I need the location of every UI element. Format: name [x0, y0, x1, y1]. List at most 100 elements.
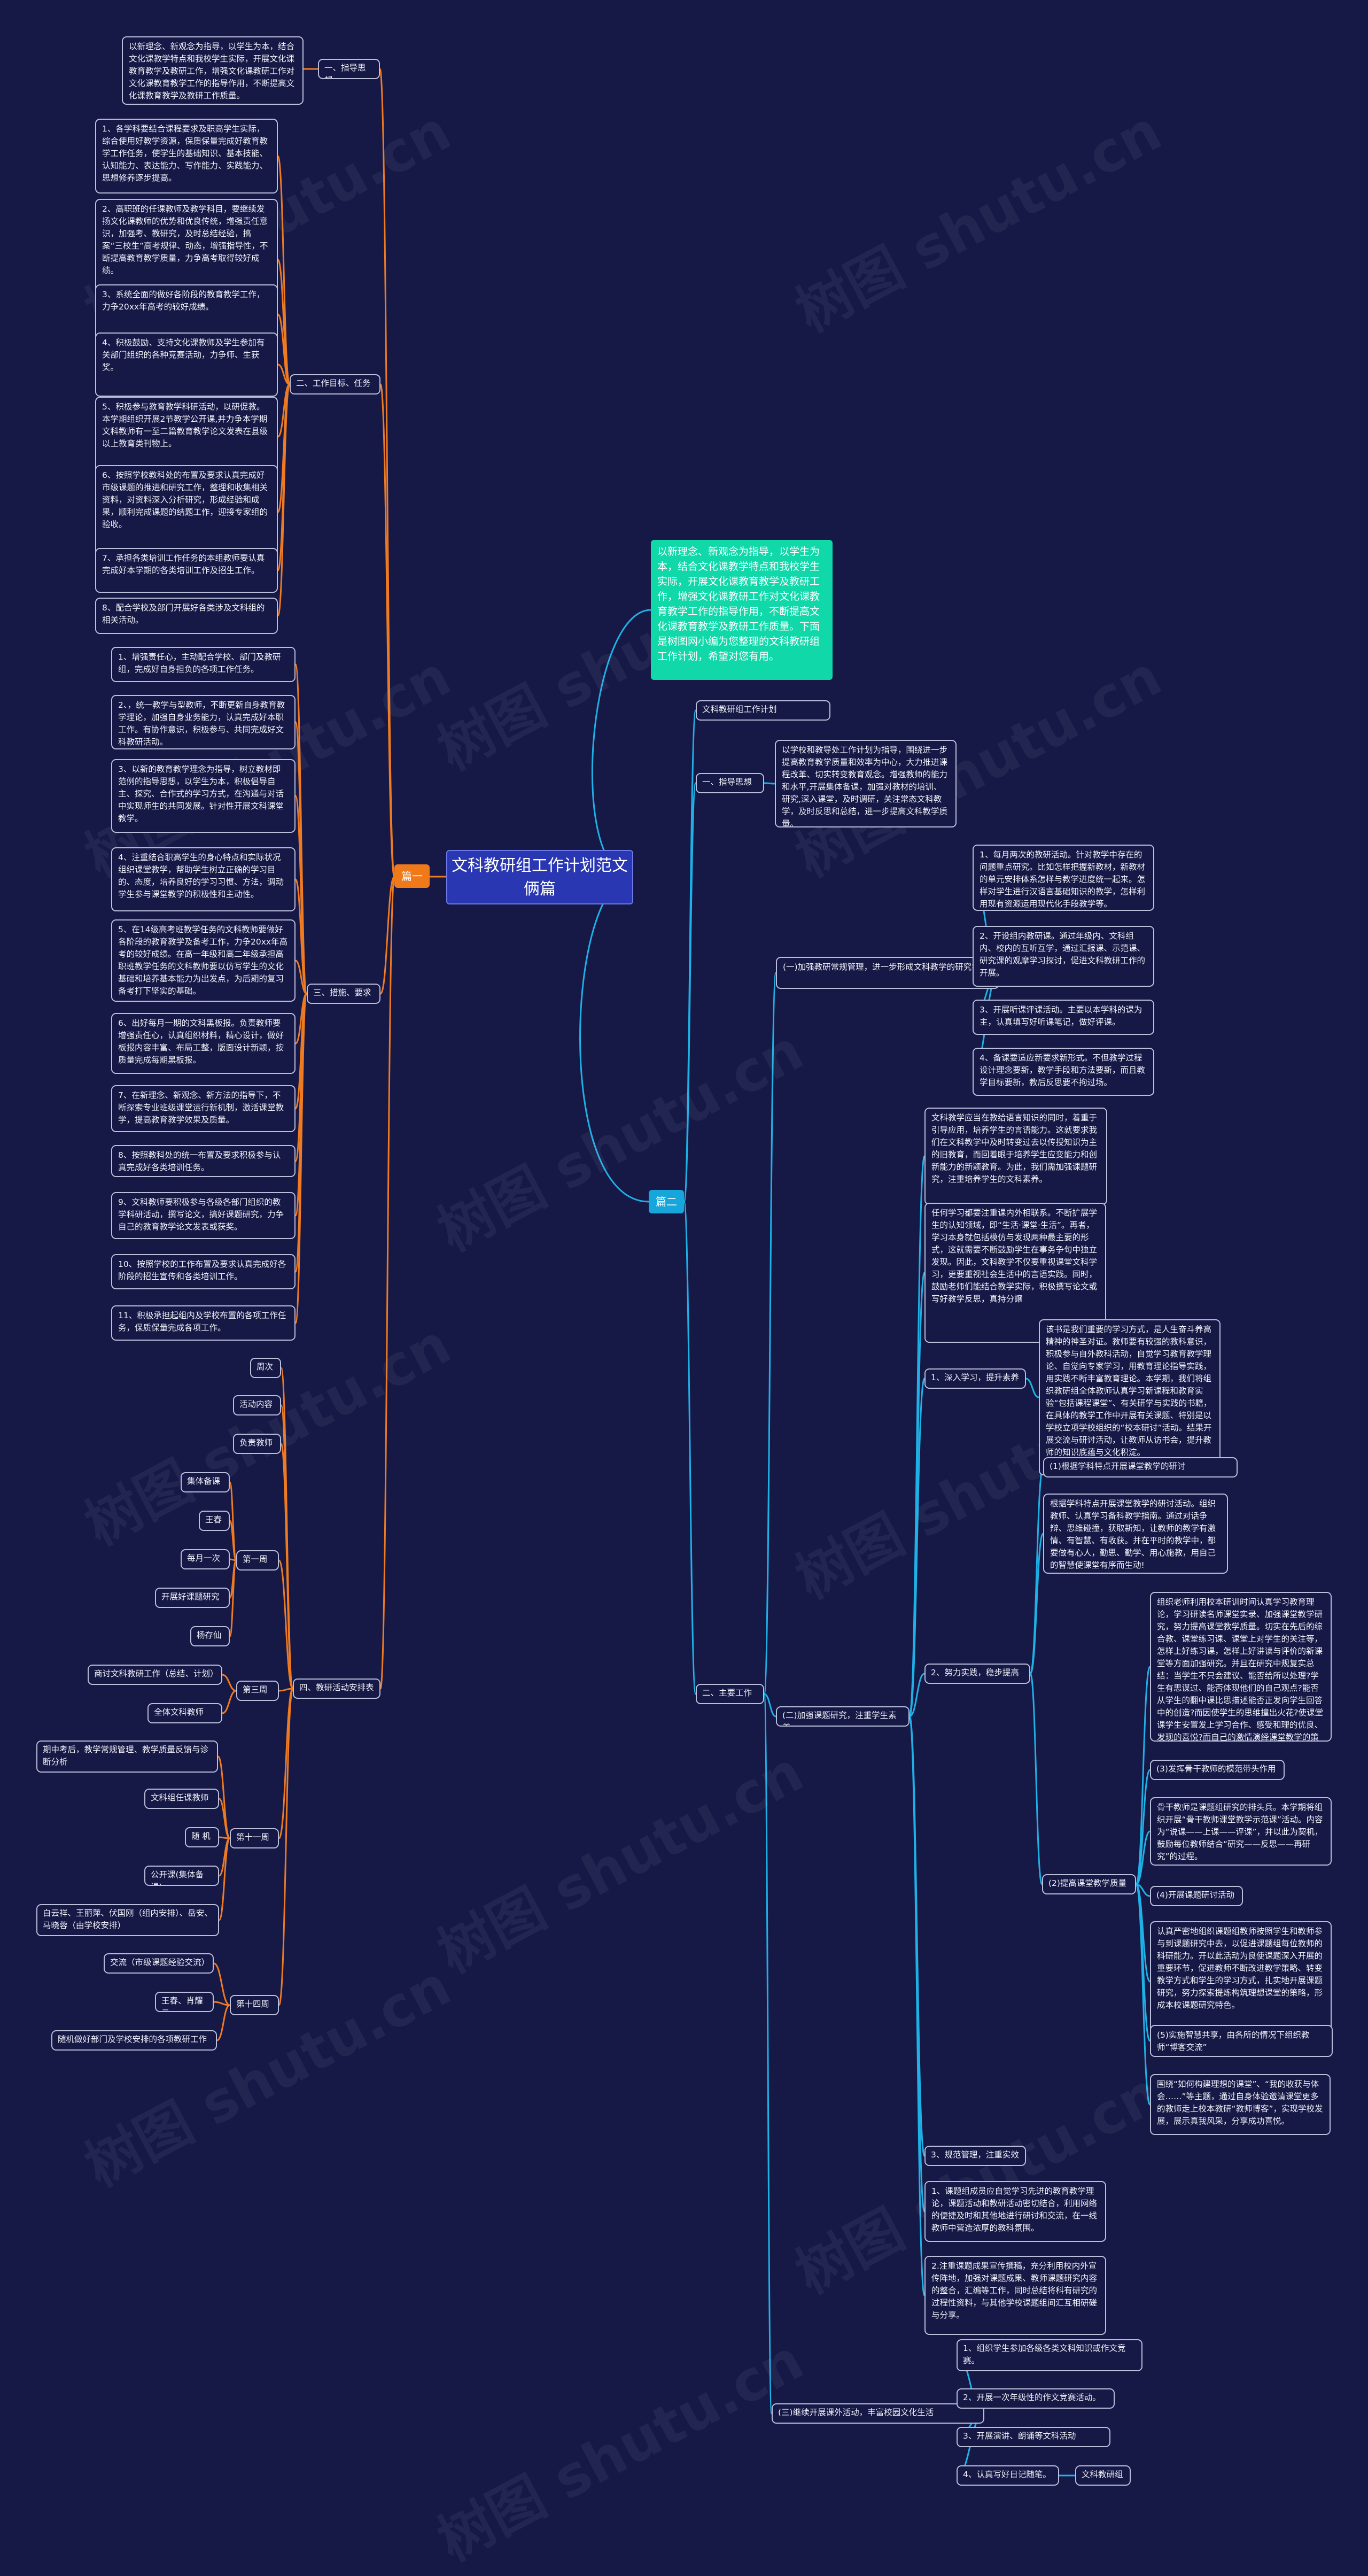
activity-item-4[interactable]: 4、认真写好日记随笔。 [957, 2465, 1059, 2486]
measure-item-7[interactable]: 7、在新理念、新观念、新方法的指导下，不断探索专业班级课堂运行新机制，激活课堂教… [111, 1085, 296, 1132]
week-3-item-1[interactable]: 商讨文科教研工作（总结、计划） [88, 1665, 222, 1685]
connector [277, 383, 291, 617]
activity-item-3[interactable]: 3、开展演讲、朗诵等文科活动 [957, 2427, 1110, 2447]
measure-item-5[interactable]: 5、在14级高考班教学任务的文科教师要做好各阶段的教育教学及备考工作，力争20x… [111, 919, 296, 1002]
branch-node-2[interactable]: 篇二 [649, 1190, 684, 1213]
effort-item-7[interactable]: 认真严密地组织课题组教师按照学生和教师参与到课题研究中去，以促进课题组每位教师的… [1150, 1921, 1332, 2042]
week-1-item-5[interactable]: 杨存仙 [190, 1626, 230, 1646]
effort-item-4[interactable]: (3)发挥骨干教师的模范带头作用 [1150, 1760, 1285, 1780]
activity-item-1[interactable]: 1、组织学生参加各级各类文科知识或作文竞赛。 [957, 2339, 1142, 2371]
manage-node[interactable]: 3、规范管理，注重实效 [924, 2146, 1026, 2166]
schedule-header-2[interactable]: 活动内容 [233, 1395, 281, 1415]
connector [379, 876, 395, 995]
effort-item-5[interactable]: 骨干教师是课题组研究的排头兵。本学期将组织开展“骨干教师课堂教学示范课”活动。内… [1150, 1797, 1332, 1866]
connector [216, 2004, 230, 2041]
effort-item-8[interactable]: (5)实施智慧共享，由各所的情况下组织教师“博客交流” [1150, 2025, 1333, 2057]
measure-item-1[interactable]: 1、增强责任心，主动配合学校、部门及教研组，完成好自身担负的各项工作任务。 [111, 647, 296, 682]
connector [379, 383, 395, 878]
root-node[interactable]: 文科教研组工作计划范文俩篇 [446, 850, 633, 904]
connector [908, 1378, 926, 1718]
section-schedule[interactable]: 四、教研活动安排表 [293, 1678, 380, 1699]
plan-title[interactable]: 文科教研组工作计划 [696, 700, 830, 721]
guiding-text[interactable]: 以新理念、新观念为指导，以学生为本，结合文化课教学特点和我校学生实际，开展文化课… [122, 36, 304, 105]
goal-item-5[interactable]: 5、积极参与教育教学科研活动，以研促教。本学期组织开展2节教学公开课,并力争本学… [95, 397, 278, 477]
measure-item-8[interactable]: 8、按照教科处的统一布置及要求积极参与认真完成好各类培训任务。 [111, 1145, 296, 1177]
improve-node[interactable]: (2)提高课堂教学质量 [1042, 1874, 1136, 1894]
connector [277, 313, 291, 385]
connector [213, 1962, 230, 2006]
week-1-item-3[interactable]: 每月一次 [181, 1549, 230, 1569]
p2-section-guiding[interactable]: 一、指导思想 [696, 773, 764, 793]
measure-item-10[interactable]: 10、按照学校的工作布置及要求认真完成好各阶段的招生宣传和各类培训工作。 [111, 1254, 296, 1289]
intro-node[interactable]: 以新理念、新观念为指导，以学生为本，结合文化课教学特点和我校学生实际，开展文化课… [651, 540, 833, 680]
measure-item-6[interactable]: 6、出好每月一期的文科黑板报。负责教师要增强责任心，认真组织材料，精心设计，做好… [111, 1013, 296, 1074]
goal-item-4[interactable]: 4、积极鼓励、支持文化课教师及学生参加有关部门组织的各种竞赛活动，力争师、生获奖… [95, 332, 278, 397]
group-1[interactable]: (一)加强教研常规管理，进一步形成文科教学的研究氛围 [776, 957, 999, 989]
effort-item-2[interactable]: 根据学科特点开展课堂教学的研讨活动。组织教师、认真学习备科教学指南。通过对话争辩… [1043, 1494, 1228, 1574]
goal-item-1[interactable]: 1、各学科要结合课程要求及职高学生实际，综合使用好教学资源，保质保量完成好教育教… [95, 119, 278, 194]
effort-item-6[interactable]: (4)开展课题研讨活动 [1150, 1886, 1243, 1906]
deep-node[interactable]: 1、深入学习，提升素养 [924, 1368, 1026, 1389]
effort-item-3[interactable]: 组织老师利用校本研训时间认真学习教育理论，学习研读名师课堂实录、加强课堂教学研究… [1150, 1592, 1332, 1742]
g1-item-1[interactable]: 1、每月两次的教研活动。针对教学中存在的问题重点研究。比如怎样把握新教材，新教材… [973, 845, 1154, 911]
measure-item-3[interactable]: 3、以新的教育教学理念为指导，树立教材即范例的指导思想，以学生为本，积极倡导自主… [111, 759, 296, 833]
g1-item-4[interactable]: 4、备课要适应新要求新形式。不但教学过程设计理念要新，教学手段和方法要新，而且教… [973, 1048, 1154, 1096]
connector [908, 1715, 926, 2296]
measure-item-9[interactable]: 9、文科教师要积极参与各级各部门组织的教学科研活动，撰写论文，搞好课题研究，力争… [111, 1192, 296, 1239]
connector [278, 1559, 294, 1690]
effort-node[interactable]: 2、努力实践，稳步提高 [924, 1664, 1030, 1684]
g1-item-3[interactable]: 3、开展听课评课活动。主要以本学科的课为主，认真填写好听课笔记，做好评课。 [973, 1000, 1154, 1035]
goal-item-6[interactable]: 6、按照学校教科处的布置及要求认真完成好市级课题的推进和研究工作，整理和收集相关… [95, 465, 278, 559]
connector [1029, 1533, 1044, 1675]
week-14-item-1[interactable]: 交流（市级课题经验交流） [104, 1953, 214, 1974]
connector [295, 960, 307, 995]
week-11-item-2[interactable]: 文科组任课教师 [144, 1789, 219, 1809]
g2-text-1[interactable]: 文科教学应当在教给语言知识的同时，着重于引导应用，培养学生的言语能力。这就要求我… [924, 1108, 1107, 1205]
connector [909, 1673, 925, 1718]
effort-item-1[interactable]: (1)根据学科特点开展课堂教学的研讨 [1043, 1457, 1238, 1477]
effort-item-9[interactable]: 围绕“如何构建理想的课堂”、“我的收获与体会……”等主题，通过自身体验邀请课堂更… [1150, 2074, 1331, 2135]
section-guiding[interactable]: 一、指导思想 [318, 59, 380, 79]
branch-node-1[interactable]: 篇一 [394, 864, 430, 888]
g1-item-2[interactable]: 2、开设组内教研课。通过年级内、文科组内、校内的互听互学，通过汇报课、示范课、研… [973, 926, 1154, 987]
manage-item-2[interactable]: 2.注重课题成果宣传撰稿，充分利用校内外宣传阵地，加强对课题成果、教师课题研究内… [924, 2256, 1106, 2335]
section-goals[interactable]: 二、工作目标、任务 [290, 374, 380, 394]
manage-item-1[interactable]: 1、课题组成员应自觉学习先进的教育教学理论，课题活动和教研活动密切结合，利用网络… [924, 2181, 1106, 2242]
week-1-item-4[interactable]: 开展好课题研究 [155, 1588, 230, 1608]
activity-item-2[interactable]: 2、开展一次年级性的作文竞赛活动。 [957, 2388, 1115, 2409]
connector [1135, 1769, 1151, 1885]
measure-item-2[interactable]: 2、，统一教学与型教师，不断更新自身教育教学理论，加强自身业务能力，认真完成好本… [111, 695, 296, 749]
group-3[interactable]: (三)继续开展课外活动，丰富校园文化生活 [772, 2403, 984, 2424]
week-11-item-1[interactable]: 期中考后，教学常规管理、教学质量反馈与诊断分析 [36, 1740, 218, 1773]
week-1-item-1[interactable]: 集体备课 [181, 1472, 230, 1492]
measure-item-11[interactable]: 11、积极承担起组内及学校布置的各项工作任务，保质保量完成各项工作。 [111, 1305, 296, 1341]
week-14-item-3[interactable]: 随机做好部门及学校安排的各项教研工作 [51, 2030, 217, 2051]
week-1[interactable]: 第一周 [236, 1550, 279, 1571]
p2-guiding-text[interactable]: 以学校和教导处工作计划为指导，围绕进一步提高教育教学质量和效率为中心，大力推进课… [775, 740, 957, 827]
week-11-item-4[interactable]: 公开课(集体备课) [144, 1866, 219, 1886]
week-11-item-3[interactable]: 随 机 [185, 1827, 219, 1847]
connector [1135, 1883, 1151, 2106]
week-3-item-2[interactable]: 全体文科教师 [147, 1703, 222, 1723]
schedule-header-3[interactable]: 负责教师 [233, 1434, 281, 1454]
week-11-item-5[interactable]: 白云祥、王丽萍、伏国刚（组内安排）、岳安、马晓蓉（由学校安排） [36, 1904, 219, 1936]
week-14[interactable]: 第十四周 [230, 1995, 279, 2015]
connector [1136, 1883, 1151, 1897]
deep-text[interactable]: 该书是我们重要的学习方式，是人生奋斗养高精神的神圣对证。教师要有较强的教科意识，… [1039, 1319, 1221, 1475]
measure-item-4[interactable]: 4、注重结合职高学生的身心特点和实际状况组织课堂教学，帮助学生树立正确的学习目的… [111, 847, 296, 911]
week-11[interactable]: 第十一周 [230, 1828, 279, 1848]
p2-section-main[interactable]: 二、主要工作 [696, 1684, 764, 1704]
activity-tail[interactable]: 文科教研组 [1075, 2465, 1131, 2486]
week-3[interactable]: 第三周 [236, 1681, 279, 1701]
connector [218, 1837, 231, 1921]
section-measures[interactable]: 三、措施、要求 [307, 984, 380, 1004]
connector [213, 2001, 230, 2006]
goal-item-8[interactable]: 8、配合学校及部门开展好各类涉及文科组的相关活动。 [95, 598, 278, 634]
connector [222, 1674, 237, 1692]
schedule-header-1[interactable]: 周次 [250, 1358, 281, 1378]
group-2[interactable]: (二)加强课题研究，注重学生素养 [776, 1706, 910, 1727]
week-1-item-2[interactable]: 王春 [199, 1511, 230, 1531]
goal-item-7[interactable]: 7、承担各类培训工作任务的本组教师要认真完成好本学期的各类培训工作及招生工作。 [95, 548, 278, 593]
week-14-item-2[interactable]: 王春、肖耀云 [155, 1992, 214, 2012]
